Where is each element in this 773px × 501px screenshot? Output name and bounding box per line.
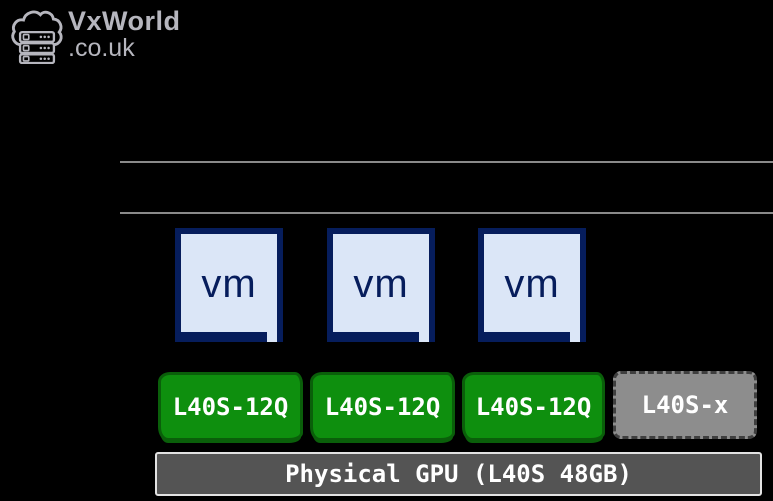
cloud-servers-icon: [11, 10, 63, 64]
vgpu-profile-3: L40S-12Q: [462, 372, 605, 441]
logo-title: VxWorld: [68, 6, 181, 36]
vxworld-logo: VxWorld .co.uk: [8, 6, 181, 64]
separator-line-bottom: [120, 212, 773, 214]
physical-gpu-bar: Physical GPU (L40S 48GB): [155, 452, 762, 496]
vm-box-1: vm: [175, 228, 283, 342]
logo-text: VxWorld .co.uk: [68, 8, 181, 61]
vgpu-profile-2: L40S-12Q: [310, 372, 455, 441]
logo-subtitle: .co.uk: [68, 34, 135, 62]
vm-label: vm: [353, 261, 409, 306]
separator-line-top: [120, 161, 773, 163]
vm-box-3: vm: [478, 228, 586, 342]
vgpu-profile-unassigned: L40S-x: [613, 371, 757, 439]
vm-label: vm: [504, 261, 560, 306]
vm-box-2: vm: [327, 228, 435, 342]
vgpu-profile-1: L40S-12Q: [158, 372, 303, 441]
vm-label: vm: [201, 261, 257, 306]
